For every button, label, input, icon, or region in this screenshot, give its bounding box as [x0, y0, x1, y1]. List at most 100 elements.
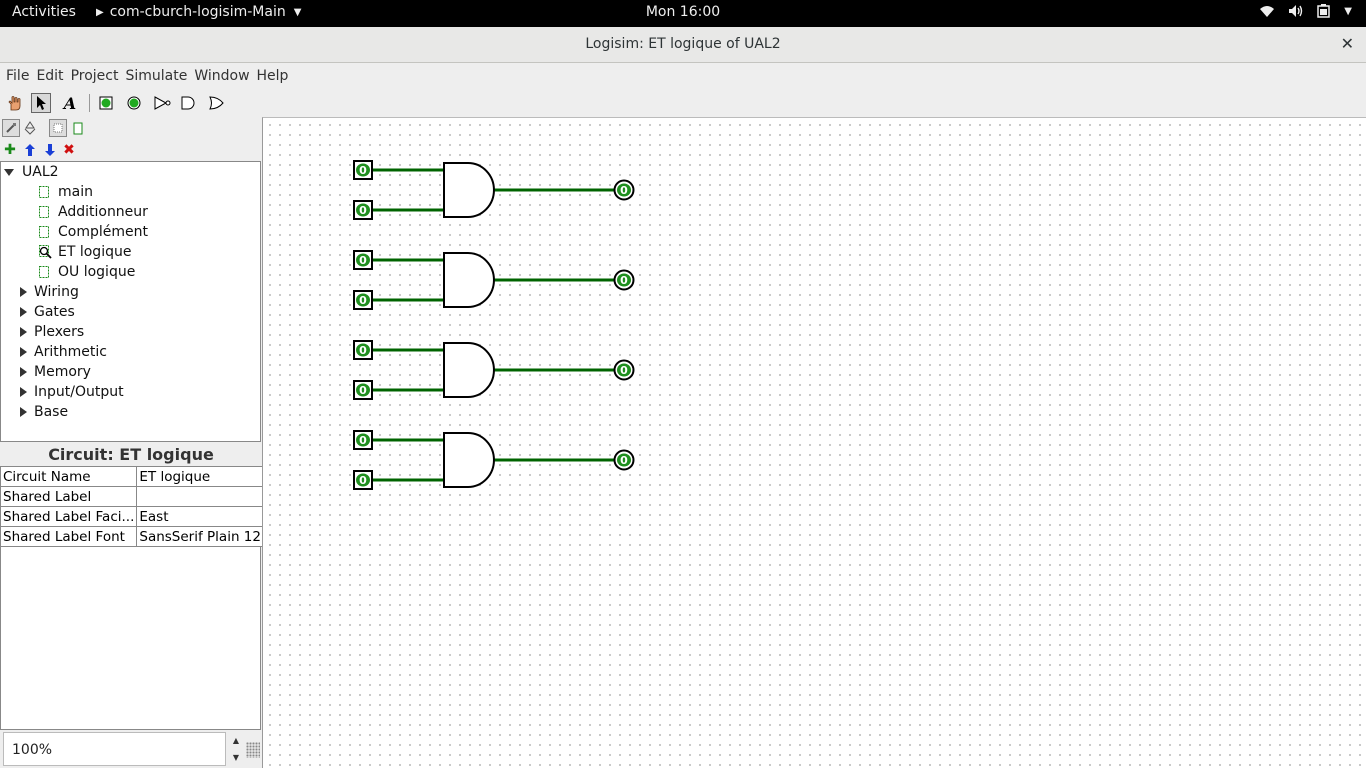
output-pin-value: 0 [620, 274, 628, 287]
input-pin-value: 0 [359, 254, 367, 267]
explorer-tree: UAL2 main Additionneur Complément ET log… [0, 161, 261, 442]
text-tool-icon[interactable]: A [63, 93, 77, 113]
window-titlebar: Logisim: ET logique of UAL2 ✕ [0, 27, 1366, 63]
tree-circuit-main[interactable]: main [38, 182, 93, 202]
toolbox-view-icon[interactable] [2, 119, 20, 137]
close-window-button[interactable]: ✕ [1340, 34, 1354, 53]
and-gate-icon[interactable] [178, 93, 198, 113]
expand-icon[interactable] [20, 327, 27, 337]
output-pin-icon[interactable] [124, 93, 144, 113]
expand-icon[interactable] [20, 347, 27, 357]
tree-circuit-label: ET logique [58, 244, 132, 260]
menu-file[interactable]: File [6, 68, 30, 84]
toolbar: A [0, 89, 1366, 117]
delete-circuit-icon[interactable]: ✖ [63, 142, 75, 158]
expand-icon[interactable] [20, 307, 27, 317]
tree-project-label: UAL2 [22, 164, 59, 180]
attribute-row[interactable]: Circuit Name ET logique [0, 466, 264, 487]
menu-simulate[interactable]: Simulate [125, 68, 188, 84]
menu-project[interactable]: Project [70, 68, 119, 84]
attribute-row[interactable]: Shared Label Faci... East [0, 506, 264, 527]
activities-button[interactable]: Activities [12, 4, 76, 20]
and-gate[interactable] [443, 342, 495, 398]
expand-icon[interactable] [20, 367, 27, 377]
tree-circuit-complement[interactable]: Complément [38, 222, 148, 242]
attribute-table: Circuit Name ET logique Shared Label Sha… [0, 466, 264, 547]
output-pin-dot [617, 273, 631, 287]
app-menu-label: com-cburch-logisim-Main [109, 4, 286, 20]
resize-grip[interactable] [246, 742, 260, 758]
output-pin-value: 0 [620, 184, 628, 197]
attribute-value-field[interactable]: East [136, 506, 264, 527]
tree-circuit-et-logique[interactable]: ET logique [38, 242, 131, 262]
input-pin-value: 0 [359, 434, 367, 447]
select-tool-icon[interactable] [31, 93, 51, 113]
zoom-input[interactable]: 100% [3, 732, 226, 766]
not-gate-icon[interactable] [152, 93, 172, 113]
attribute-value-field[interactable] [136, 486, 264, 507]
tree-library-memory[interactable]: Memory [20, 362, 91, 382]
expand-icon[interactable] [20, 287, 27, 297]
menu-window[interactable]: Window [194, 68, 250, 84]
tree-circuit-label: Complément [58, 224, 148, 240]
system-tray[interactable]: ▼ [1259, 4, 1352, 18]
tree-library-label: Input/Output [34, 384, 124, 400]
tree-circuit-additionneur[interactable]: Additionneur [38, 202, 148, 222]
chevron-up-icon[interactable]: ▲ [232, 736, 240, 745]
attribute-row[interactable]: Shared Label [0, 486, 264, 507]
expand-icon[interactable] [20, 407, 27, 417]
expand-icon[interactable] [20, 387, 27, 397]
tree-library-label: Wiring [34, 284, 79, 300]
input-pin-icon[interactable] [96, 93, 116, 113]
tree-library-label: Arithmetic [34, 344, 107, 360]
tree-circuit-label: OU logique [58, 264, 136, 280]
wifi-icon [1259, 4, 1275, 18]
attribute-value-field[interactable]: ET logique [136, 466, 264, 487]
tree-library-label: Memory [34, 364, 91, 380]
attribute-value-field[interactable]: SansSerif Plain 12 [136, 526, 264, 547]
move-down-icon[interactable] [41, 141, 59, 159]
poke-tool-icon[interactable] [5, 93, 25, 113]
tree-library-input-output[interactable]: Input/Output [20, 382, 124, 402]
add-circuit-icon[interactable]: ✚ [4, 142, 16, 158]
attribute-key: Shared Label Font [0, 526, 138, 547]
input-pin-dot [356, 343, 370, 357]
app-menu[interactable]: ▶ com-cburch-logisim-Main ▼ [96, 4, 301, 20]
input-pin-value: 0 [359, 204, 367, 217]
tree-library-arithmetic[interactable]: Arithmetic [20, 342, 107, 362]
tree-library-wiring[interactable]: Wiring [20, 282, 79, 302]
and-gate[interactable] [443, 162, 495, 218]
move-up-icon[interactable] [21, 141, 39, 159]
input-pin-value: 0 [359, 294, 367, 307]
tree-library-plexers[interactable]: Plexers [20, 322, 84, 342]
and-gate[interactable] [443, 432, 495, 488]
zoom-spinner[interactable]: ▲ ▼ [228, 732, 244, 766]
attribute-panel-title: Circuit: ET logique [48, 445, 214, 464]
circuit-icon [39, 266, 49, 278]
simulation-tree-icon[interactable] [21, 119, 39, 137]
and-gate[interactable] [443, 252, 495, 308]
menu-help[interactable]: Help [256, 68, 289, 84]
tree-circuit-ou-logique[interactable]: OU logique [38, 262, 135, 282]
circuit-icon [39, 206, 49, 218]
expand-icon[interactable] [4, 168, 14, 176]
layout-view-icon[interactable] [69, 119, 87, 137]
input-pin-value: 0 [359, 164, 367, 177]
chevron-down-icon: ▼ [1344, 5, 1352, 17]
tree-project-ual2[interactable]: UAL2 [4, 162, 59, 182]
attribute-row[interactable]: Shared Label Font SansSerif Plain 12 [0, 526, 264, 547]
or-gate-icon[interactable] [206, 93, 226, 113]
tree-library-gates[interactable]: Gates [20, 302, 75, 322]
input-pin-dot [356, 293, 370, 307]
input-pin-dot [356, 433, 370, 447]
chevron-down-icon[interactable]: ▼ [232, 753, 240, 762]
tree-library-label: Gates [34, 304, 75, 320]
top-bar: Activities ▶ com-cburch-logisim-Main ▼ M… [0, 0, 1366, 27]
menu-edit[interactable]: Edit [36, 68, 64, 84]
appearance-view-icon[interactable] [49, 119, 67, 137]
input-pin-dot [356, 203, 370, 217]
attribute-key: Circuit Name [0, 466, 138, 487]
tree-library-base[interactable]: Base [20, 402, 68, 422]
